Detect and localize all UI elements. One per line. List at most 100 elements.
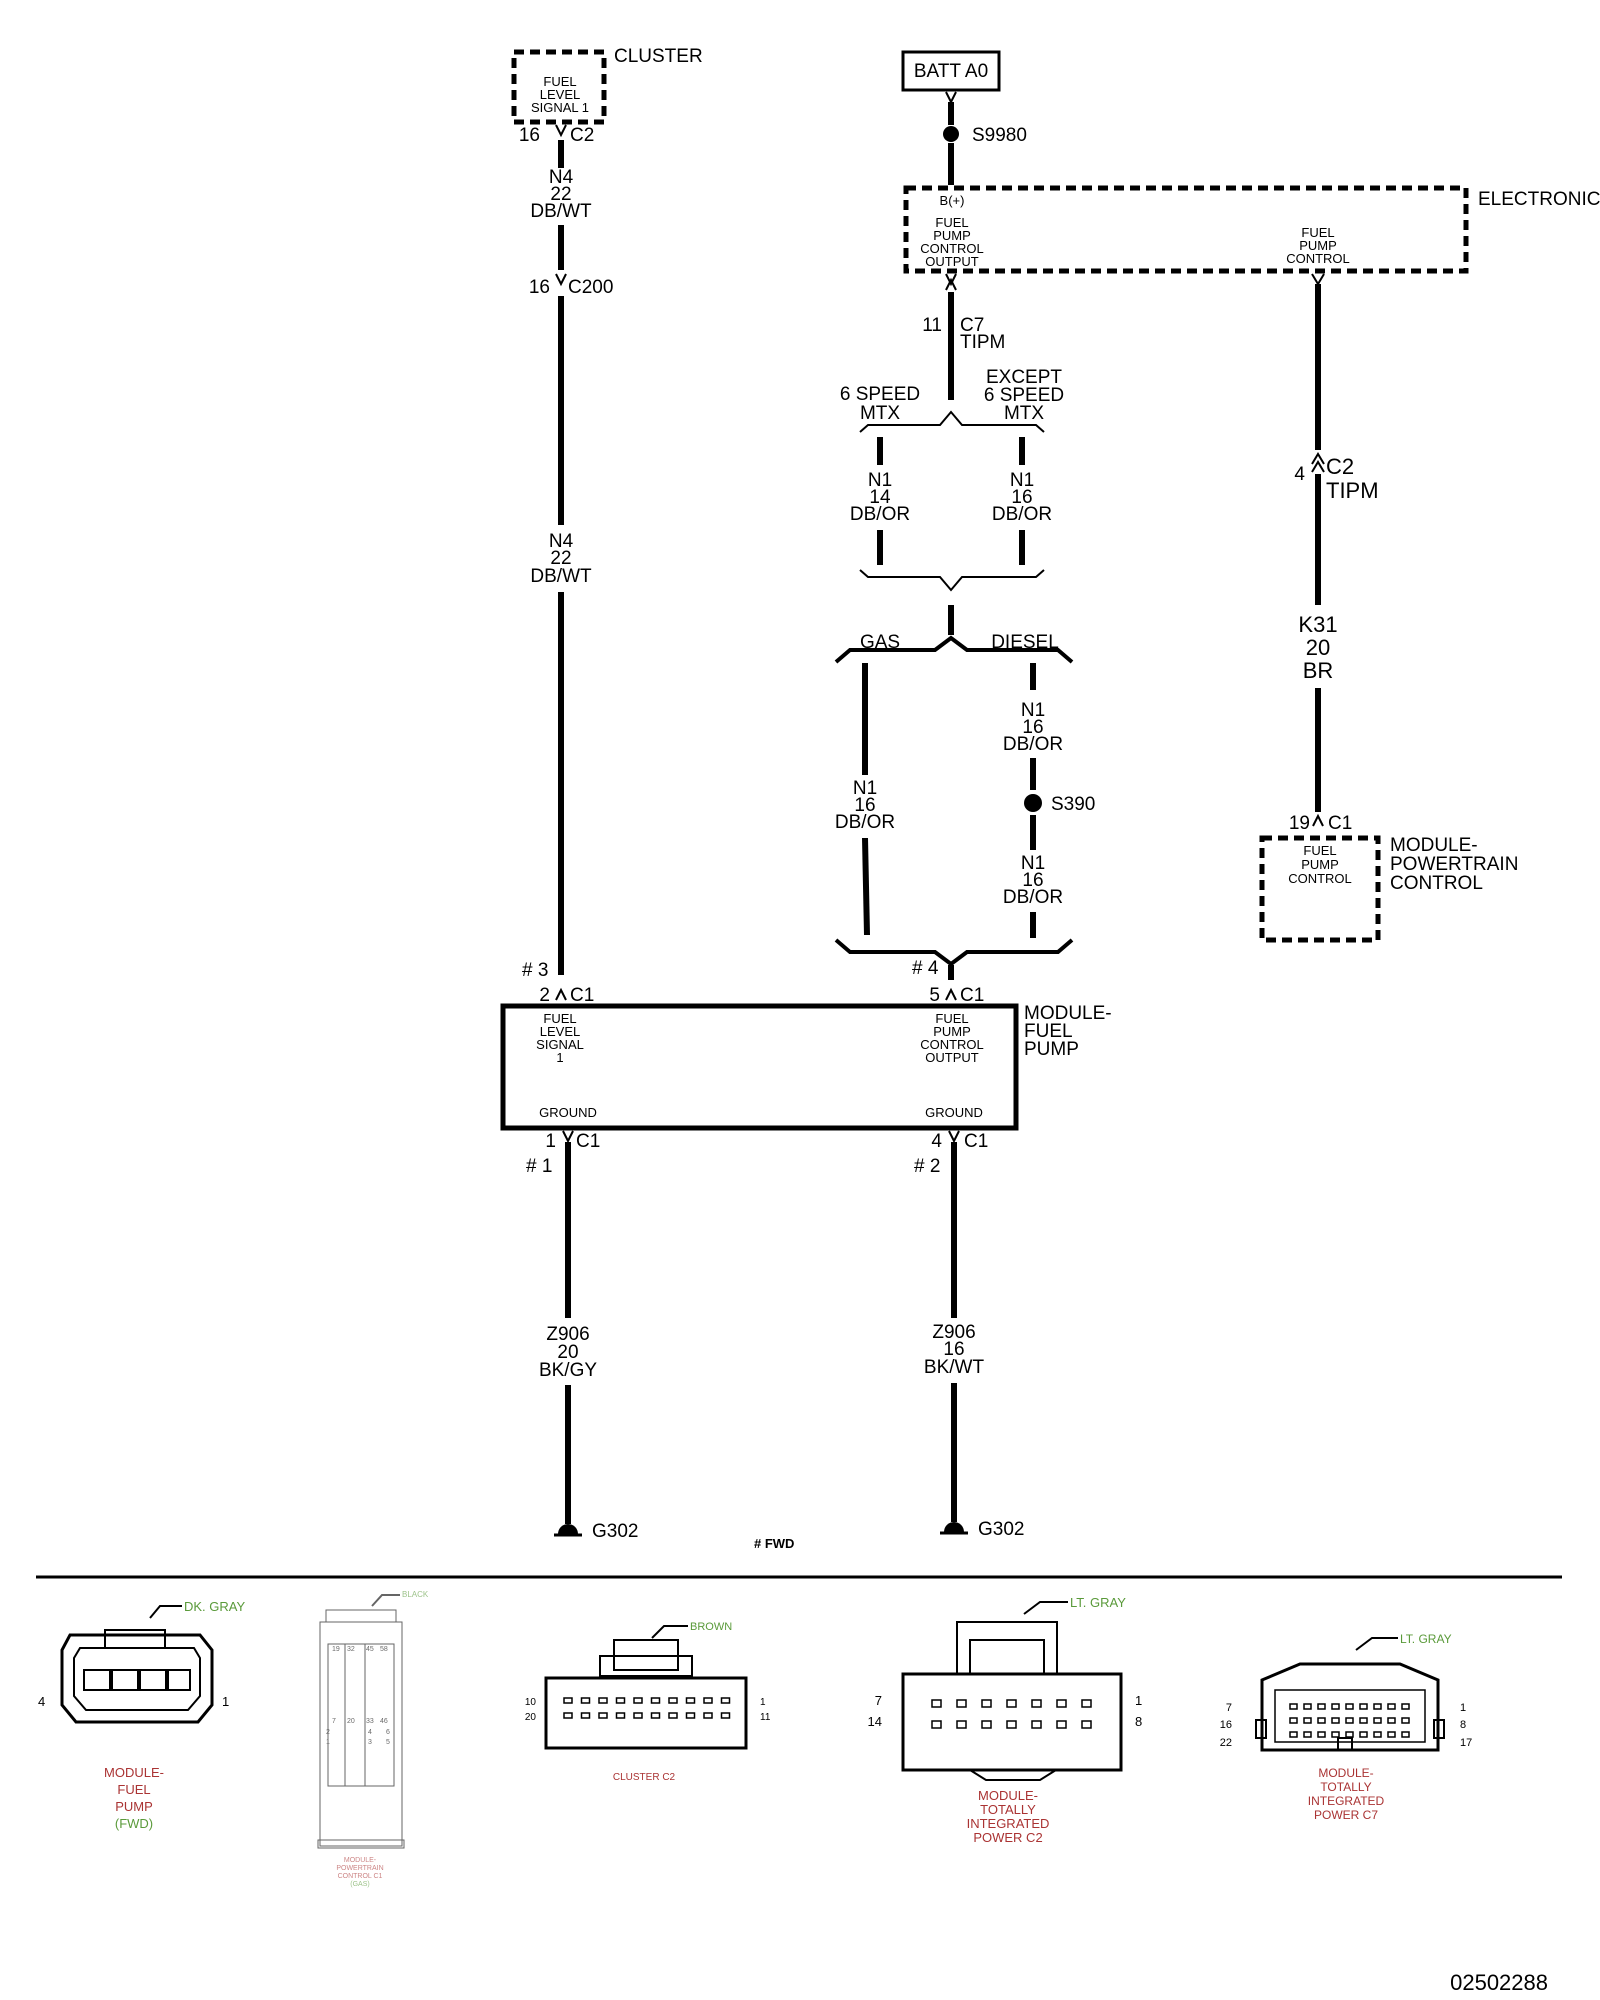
pin-cavity bbox=[580, 1712, 591, 1719]
svg-text:7: 7 bbox=[332, 1718, 336, 1725]
svg-text:DIESEL: DIESEL bbox=[991, 632, 1059, 653]
svg-text:C2: C2 bbox=[1326, 454, 1354, 479]
pin-cavity bbox=[1081, 1699, 1092, 1708]
svg-text:58: 58 bbox=[380, 1646, 388, 1653]
svg-text:Z906: Z906 bbox=[546, 1324, 589, 1345]
pin-cavity bbox=[1317, 1731, 1326, 1738]
ground-g302-left: G302 bbox=[592, 1521, 638, 1542]
svg-text:5: 5 bbox=[386, 1739, 390, 1746]
pin-cavity bbox=[1401, 1717, 1410, 1724]
svg-text:DB/OR: DB/OR bbox=[850, 504, 910, 525]
pin-cavity bbox=[931, 1720, 942, 1729]
figure-id: 02502288 bbox=[1450, 1970, 1548, 1995]
pin-cavity bbox=[1401, 1731, 1410, 1738]
svg-text:INTEGRATED: INTEGRATED bbox=[967, 1816, 1050, 1831]
pin-cavity bbox=[1289, 1717, 1298, 1724]
fuel-pump-output-wiring: 11 C7 TIPM 6 SPEED MTX EXCEPT 6 SPEED MT… bbox=[834, 273, 1095, 980]
pin-cavity bbox=[981, 1720, 992, 1729]
svg-text:20: 20 bbox=[347, 1718, 355, 1725]
svg-text:1: 1 bbox=[326, 1739, 330, 1746]
pin-cavity bbox=[931, 1699, 942, 1708]
svg-text:LT. GRAY: LT. GRAY bbox=[1070, 1595, 1126, 1610]
svg-text:TIPM: TIPM bbox=[960, 332, 1005, 353]
ground-g302-right: G302 bbox=[978, 1519, 1024, 1540]
connector-view-tipm-c7: LT. GRAY 7 16 22 1 8 17 MODULE- TOTALLY … bbox=[1220, 1632, 1473, 1822]
svg-text:# 4: # 4 bbox=[912, 958, 939, 979]
pin-cavity bbox=[563, 1712, 573, 1719]
svg-text:11: 11 bbox=[760, 1712, 771, 1723]
pin-cavity bbox=[1359, 1717, 1368, 1724]
pin-cavity bbox=[703, 1712, 713, 1719]
svg-text:1: 1 bbox=[1135, 1693, 1142, 1708]
svg-text:DB/OR: DB/OR bbox=[835, 812, 895, 833]
svg-text:FUEL: FUEL bbox=[935, 215, 968, 230]
pin-cavity bbox=[685, 1697, 696, 1704]
svg-text:1: 1 bbox=[556, 1050, 563, 1065]
svg-text:N1: N1 bbox=[1021, 853, 1045, 874]
svg-text:1: 1 bbox=[760, 1697, 766, 1708]
battery-a0: BATT A0 S9980 bbox=[901, 50, 1027, 185]
svg-text:19: 19 bbox=[1289, 813, 1310, 834]
svg-text:# 2: # 2 bbox=[914, 1156, 940, 1177]
pin-cavity bbox=[1373, 1717, 1382, 1724]
connector-view-tipm-c2: LT. GRAY 7 14 1 8 MODULE- TOTALLY INTEGR… bbox=[868, 1595, 1143, 1845]
svg-text:POWER C2: POWER C2 bbox=[973, 1830, 1042, 1845]
svg-text:FUEL: FUEL bbox=[1024, 1021, 1073, 1042]
svg-text:CONTROL: CONTROL bbox=[1288, 871, 1352, 886]
pin-cavity bbox=[1317, 1703, 1326, 1710]
pin-cavity bbox=[685, 1712, 696, 1719]
pin-cavity bbox=[956, 1720, 967, 1729]
svg-text:S9980: S9980 bbox=[972, 125, 1027, 146]
pin-cavity bbox=[720, 1697, 731, 1704]
svg-text:CLUSTER C2: CLUSTER C2 bbox=[613, 1772, 676, 1783]
svg-text:46: 46 bbox=[380, 1718, 388, 1725]
svg-text:N1: N1 bbox=[1021, 700, 1045, 721]
cluster-name: CLUSTER bbox=[614, 46, 703, 67]
svg-text:C200: C200 bbox=[568, 277, 613, 298]
svg-text:PUMP: PUMP bbox=[933, 228, 971, 243]
pin-cavity bbox=[1289, 1731, 1298, 1738]
pin-cavity bbox=[1031, 1720, 1042, 1729]
svg-text:33: 33 bbox=[366, 1718, 374, 1725]
svg-text:16: 16 bbox=[943, 1339, 964, 1360]
svg-text:16: 16 bbox=[529, 277, 550, 298]
svg-text:1: 1 bbox=[545, 1131, 556, 1152]
pin-cavity bbox=[563, 1697, 573, 1704]
connector-view-cluster-c2: BROWN 10 20 1 11 CLUSTER C2 bbox=[525, 1621, 771, 1783]
svg-text:C1: C1 bbox=[576, 1131, 600, 1152]
pin-cavity bbox=[1387, 1703, 1396, 1710]
svg-text:MODULE-: MODULE- bbox=[978, 1788, 1038, 1803]
pin-cavity bbox=[1303, 1717, 1312, 1724]
svg-text:N1: N1 bbox=[1010, 470, 1034, 491]
svg-text:8: 8 bbox=[1135, 1714, 1142, 1729]
svg-text:1: 1 bbox=[222, 1694, 229, 1709]
pin-cavity bbox=[1031, 1699, 1042, 1708]
pin-cavity bbox=[1373, 1703, 1382, 1710]
svg-text:CONTROL: CONTROL bbox=[1286, 251, 1350, 266]
pin-cavity bbox=[1401, 1703, 1410, 1710]
svg-text:4: 4 bbox=[1294, 464, 1305, 485]
svg-text:DB/WT: DB/WT bbox=[530, 566, 592, 587]
svg-text:14: 14 bbox=[868, 1714, 882, 1729]
connector-view-fuel-pump: DK. GRAY 4 1 MODULE- FUEL PUMP (FWD) bbox=[38, 1599, 245, 1831]
pin-cavity bbox=[615, 1712, 626, 1719]
svg-text:N4: N4 bbox=[549, 167, 574, 188]
svg-text:N4: N4 bbox=[549, 531, 574, 552]
pin-cavity bbox=[1359, 1703, 1368, 1710]
svg-text:BATT A0: BATT A0 bbox=[914, 61, 988, 82]
svg-text:16: 16 bbox=[1220, 1719, 1232, 1731]
svg-text:4: 4 bbox=[38, 1694, 45, 1709]
svg-text:11: 11 bbox=[922, 315, 942, 336]
svg-text:16: 16 bbox=[1011, 487, 1032, 508]
pin-cavity bbox=[1359, 1731, 1368, 1738]
svg-text:CONTROL C1: CONTROL C1 bbox=[338, 1873, 383, 1880]
svg-text:2: 2 bbox=[326, 1729, 330, 1736]
svg-text:GROUND: GROUND bbox=[539, 1105, 597, 1120]
svg-text:MODULE-: MODULE- bbox=[344, 1857, 377, 1864]
svg-text:MODULE-: MODULE- bbox=[1318, 1766, 1373, 1780]
pin-cavity bbox=[650, 1712, 661, 1719]
svg-text:22: 22 bbox=[550, 548, 571, 569]
svg-text:16: 16 bbox=[519, 125, 540, 146]
pin-cavity bbox=[668, 1712, 678, 1719]
svg-text:1: 1 bbox=[1460, 1702, 1466, 1714]
